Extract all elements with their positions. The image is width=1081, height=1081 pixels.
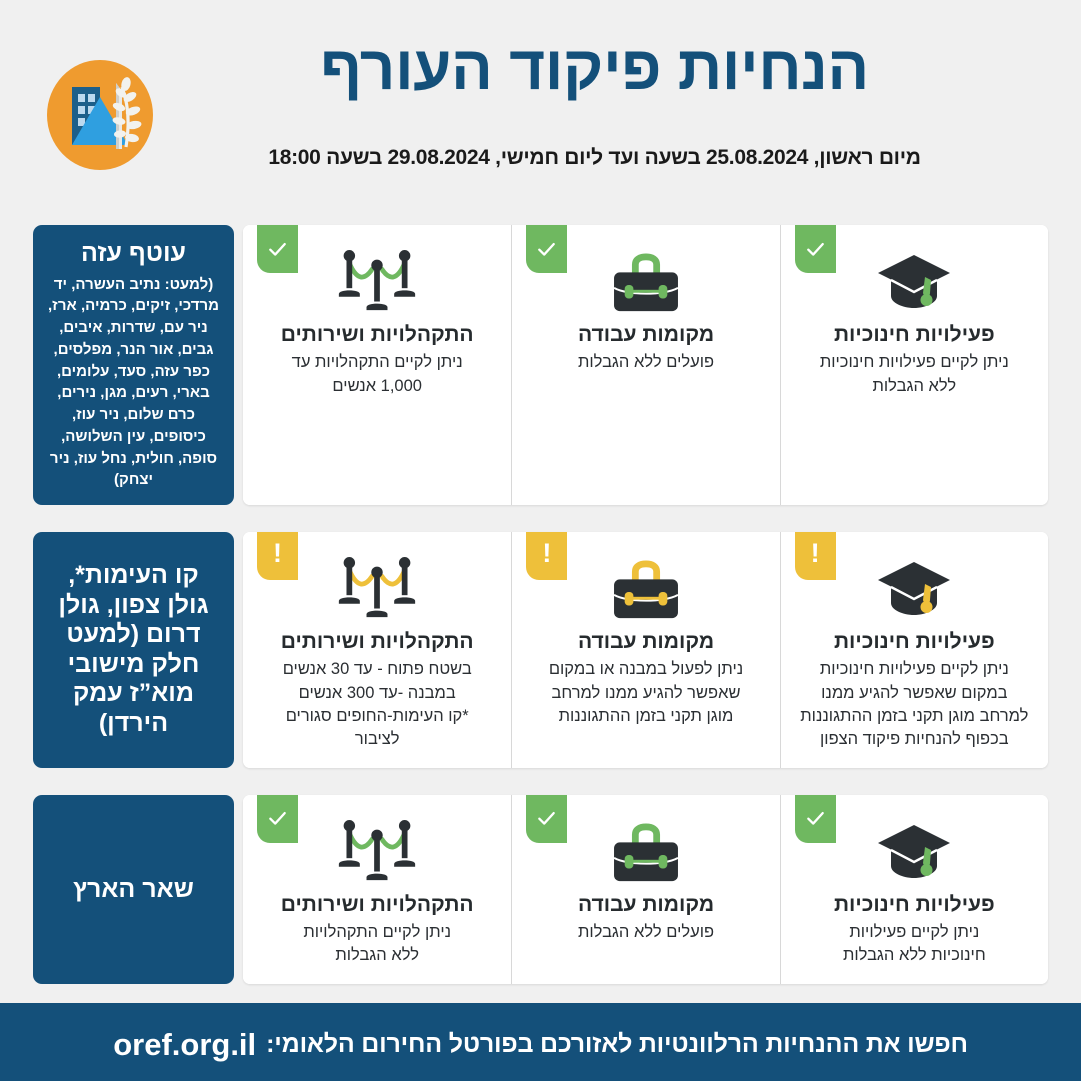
region-label-gaza-envelope: עוטף עזה (למעט: נתיב העשרה, יד מרדכי, זי…: [33, 225, 234, 505]
footer-bar: חפשו את ההנחיות הרלוונטיות לאזורכם בפורט…: [0, 1002, 1081, 1081]
briefcase-icon: [610, 243, 682, 315]
card-workplaces: מקומות עבודה פועלים ללא הגבלות: [511, 225, 780, 505]
card-title: מקומות עבודה: [577, 323, 715, 346]
card-description: ניתן לקיים פעילויות חינוכיות במקום שאפשר…: [800, 660, 1029, 749]
card-title: מקומות עבודה: [577, 630, 715, 653]
card-description: ניתן לפעול במבנה או במקום שאפשר להגיע ממ…: [548, 660, 744, 725]
card-workplaces: ! מקומות עבודה ניתן לפעול במבנה: [511, 532, 780, 768]
crowd-barrier-icon: [336, 243, 418, 315]
exclamation-glyph: !: [810, 537, 820, 568]
card-description: ניתן לקיים התקהלויות עד 1,000 אנשים: [291, 353, 463, 395]
card-title: התקהלויות ושירותים: [280, 323, 474, 346]
guideline-row: פעילויות חינוכיות ניתן לקיים פעילויות חי…: [33, 794, 1048, 984]
region-title: עוטף עזה: [81, 239, 186, 267]
exclamation-icon: !: [794, 532, 836, 580]
region-title: שאר הארץ: [73, 874, 194, 903]
card-description: פועלים ללא הגבלות: [577, 922, 715, 941]
card-gatherings-and-services: התקהלויות ושירותים ניתן לקיים התקהלויות …: [243, 225, 512, 505]
guideline-row: פעילויות חינוכיות ניתן לקיים פעילויות חי…: [33, 225, 1048, 505]
check-icon: [794, 794, 836, 843]
graduation-cap-icon: [875, 813, 953, 885]
card-title: פעילויות חינוכיות: [833, 892, 995, 916]
card-description: פועלים ללא הגבלות: [577, 353, 715, 372]
check-icon: [526, 794, 568, 843]
graduation-cap-icon: [875, 550, 953, 622]
region-label-confrontation-line-golan: קו העימות*, גולן צפון, גולן דרום (למעט ח…: [33, 532, 234, 768]
card-description: ניתן לקיים פעילויות חינוכיות ללא הגבלות: [842, 922, 986, 965]
exclamation-glyph: !: [542, 537, 552, 568]
card-gatherings-and-services: התקהלויות ושירותים ניתן לקיים התקהלויות …: [243, 794, 512, 984]
header: הנחיות פיקוד העורף מיום ראשון, 25.08.202…: [0, 0, 1081, 213]
card-gatherings-and-services: !: [243, 532, 512, 768]
footer-text: חפשו את ההנחיות הרלוונטיות לאזורכם בפורט…: [266, 1030, 968, 1059]
check-icon: [257, 225, 299, 273]
card-title: התקהלויות ושירותים: [280, 630, 474, 653]
crowd-barrier-icon: [336, 813, 418, 885]
graduation-cap-icon: [875, 243, 953, 315]
card-title: התקהלויות ושירותים: [280, 892, 474, 916]
cards-group: ! פעילויות חינוכיות ניתן לקיים פעילויות …: [243, 532, 1048, 768]
card-title: מקומות עבודה: [577, 892, 715, 916]
card-educational-activities: פעילויות חינוכיות ניתן לקיים פעילויות חי…: [779, 794, 1048, 984]
region-title: קו העימות*, גולן צפון, גולן דרום (למעט ח…: [58, 561, 209, 737]
exclamation-icon: !: [526, 532, 568, 580]
region-label-rest-of-country: שאר הארץ: [33, 794, 234, 984]
briefcase-icon: [610, 550, 682, 622]
footer-url[interactable]: oref.org.il: [113, 1026, 257, 1062]
page-title: הנחיות פיקוד העורף: [320, 34, 869, 103]
exclamation-glyph: !: [273, 537, 283, 568]
card-educational-activities: פעילויות חינוכיות ניתן לקיים פעילויות חי…: [779, 225, 1048, 505]
cards-group: פעילויות חינוכיות ניתן לקיים פעילויות חי…: [243, 225, 1048, 505]
check-icon: [526, 225, 568, 273]
card-description: בשטח פתוח - עד 30 אנשים במבנה -עד 300 אנ…: [282, 660, 472, 749]
card-description: ניתן לקיים פעילויות חינוכיות ללא הגבלות: [819, 353, 1009, 395]
check-icon: [794, 225, 836, 273]
crowd-barrier-icon: [336, 550, 418, 622]
card-description: ניתן לקיים התקהלויות ללא הגבלות: [303, 922, 452, 965]
briefcase-icon: [610, 813, 682, 885]
card-title: פעילויות חינוכיות: [833, 323, 995, 346]
card-educational-activities: ! פעילויות חינוכיות ניתן לקיים פעילויות …: [779, 532, 1048, 768]
guidelines-grid: פעילויות חינוכיות ניתן לקיים פעילויות חי…: [0, 213, 1081, 984]
exclamation-icon: !: [257, 532, 299, 580]
region-subtitle: (למעט: נתיב העשרה, יד מרדכי, זיקים, כרמי…: [47, 275, 220, 489]
guideline-row: ! פעילויות חינוכיות ניתן לקיים פעילויות …: [33, 532, 1048, 768]
home-front-command-logo-icon: [42, 57, 158, 173]
card-workplaces: מקומות עבודה פועלים ללא הגבלות: [511, 794, 780, 984]
cards-group: פעילויות חינוכיות ניתן לקיים פעילויות חי…: [243, 794, 1048, 984]
validity-period-subtitle: מיום ראשון, 25.08.2024 בשעה ועד ליום חמי…: [268, 146, 921, 169]
check-icon: [257, 794, 299, 843]
card-title: פעילויות חינוכיות: [833, 630, 995, 653]
